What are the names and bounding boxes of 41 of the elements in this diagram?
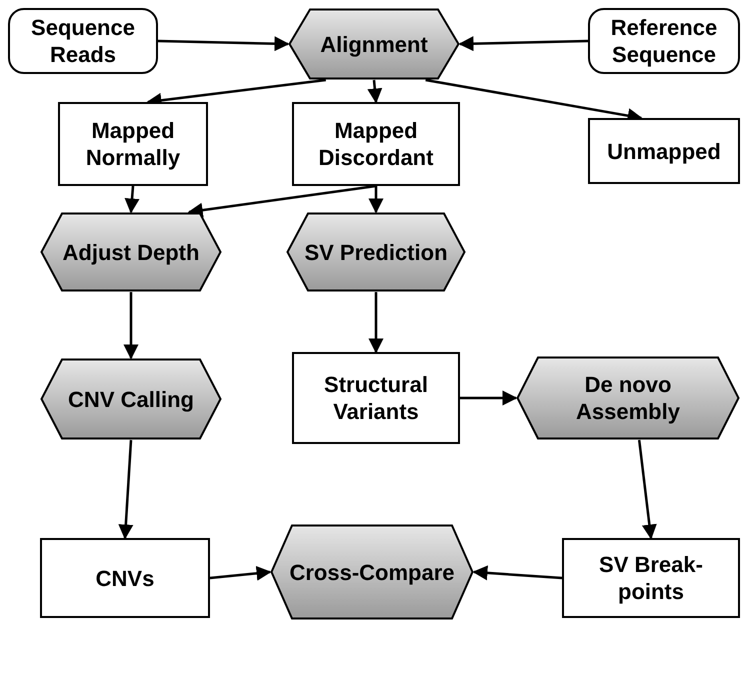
process-hexagon — [516, 356, 740, 440]
process-hexagon — [40, 212, 222, 292]
node-label: Adjust Depth — [62, 238, 200, 266]
arrow — [188, 184, 376, 218]
node-label: Reference Sequence — [610, 14, 718, 68]
node-label: SV Prediction — [303, 238, 449, 266]
process-hexagon — [288, 8, 460, 80]
data-box — [292, 102, 460, 186]
node-label: De novo Assembly — [575, 371, 681, 425]
arrow — [210, 566, 272, 581]
arrow — [158, 36, 290, 52]
process-hexagon — [40, 358, 222, 440]
arrow — [124, 186, 140, 214]
node-label: Mapped Normally — [84, 117, 182, 171]
node-label: Structural Variants — [323, 371, 429, 425]
arrow — [472, 565, 562, 580]
data-box — [292, 352, 460, 444]
node-label: CNVs — [94, 564, 156, 592]
arrow — [368, 292, 384, 354]
node-label: Cross-Compare — [288, 558, 456, 586]
node-label: Alignment — [319, 30, 429, 58]
data-box — [40, 538, 210, 618]
node-label: SV Break-points — [598, 551, 704, 605]
data-box — [58, 102, 208, 186]
arrow — [460, 390, 518, 406]
process-hexagon — [286, 212, 466, 292]
node-label: CNV Calling — [67, 386, 195, 412]
arrow — [458, 36, 588, 52]
arrow — [638, 440, 657, 540]
data-box — [588, 118, 740, 184]
arrow — [368, 186, 384, 214]
process-hexagon — [270, 524, 474, 620]
arrow — [124, 292, 138, 360]
node-label: Mapped Discordant — [318, 117, 434, 171]
arrow — [367, 80, 382, 104]
input-box — [588, 8, 740, 74]
data-box — [562, 538, 740, 618]
arrow — [118, 440, 134, 540]
node-label: Unmapped — [606, 138, 722, 164]
node-label: Sequence Reads — [30, 14, 136, 68]
input-box — [8, 8, 158, 74]
